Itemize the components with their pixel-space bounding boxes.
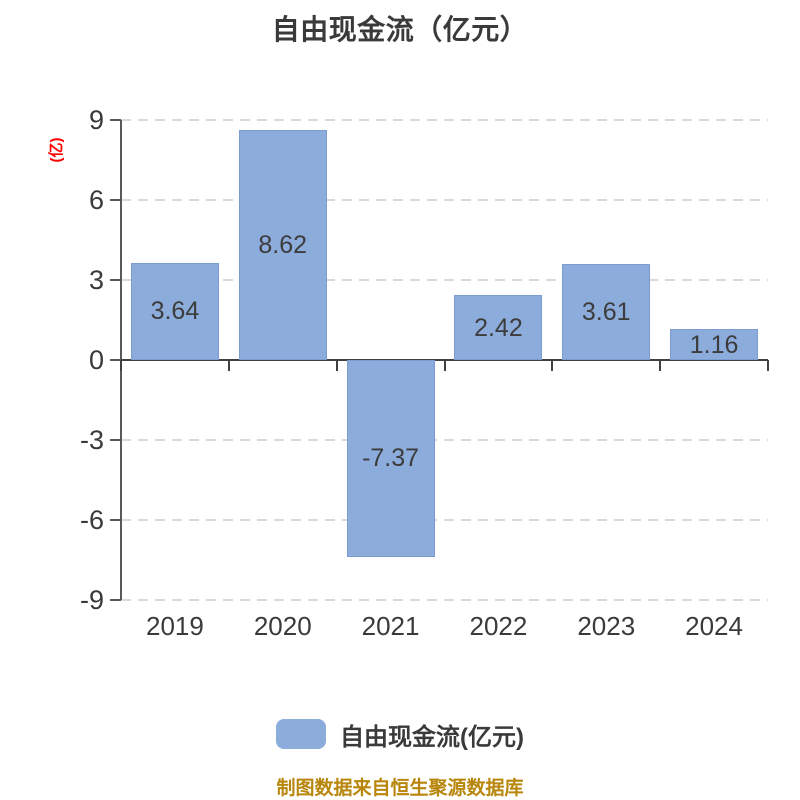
x-axis-label: 2019	[145, 611, 204, 641]
gridline	[121, 199, 768, 201]
y-axis-tick	[110, 439, 121, 441]
legend-swatch	[276, 719, 326, 749]
x-axis-tick	[120, 360, 122, 371]
x-axis-tick	[335, 360, 338, 371]
bar-value-label: 8.62	[258, 231, 308, 260]
y-tick-label: -6	[79, 505, 104, 535]
x-axis-label: 2023	[577, 611, 636, 641]
y-tick-label: 6	[88, 185, 104, 215]
x-axis-tick	[659, 360, 662, 371]
bar-value-label: 3.61	[581, 297, 631, 326]
bar	[454, 295, 543, 360]
bar	[238, 130, 327, 360]
x-axis-label: 2022	[469, 611, 528, 641]
bar-value-label: 1.16	[689, 330, 739, 359]
gridline	[121, 599, 768, 601]
bar-value-label: 3.64	[150, 297, 200, 326]
y-axis-tick	[110, 599, 121, 601]
bar	[562, 263, 651, 360]
y-axis-tick	[110, 279, 121, 281]
y-tick-label: -9	[79, 585, 104, 615]
y-tick-label: -3	[79, 425, 104, 455]
gridline	[121, 279, 768, 281]
y-tick-label: 9	[88, 105, 104, 135]
bar	[130, 262, 219, 360]
y-axis-tick	[110, 119, 121, 121]
data-source-note: 制图数据来自恒生聚源数据库	[276, 778, 524, 799]
legend-label: 自由现金流(亿元)	[340, 723, 524, 751]
x-axis-tick	[227, 360, 230, 371]
x-axis-tick	[551, 360, 554, 371]
y-axis-tick	[110, 199, 121, 201]
x-axis-tick	[767, 360, 769, 371]
bar-value-label: 2.42	[474, 313, 523, 342]
chart-title: 自由现金流（亿元）	[271, 14, 529, 45]
gridline	[121, 119, 768, 121]
y-axis-tick	[110, 519, 121, 521]
gridline	[121, 519, 768, 521]
legend: 自由现金流(亿元)	[0, 716, 800, 752]
gridline	[121, 439, 768, 441]
x-axis-tick	[443, 360, 446, 371]
bar	[346, 360, 435, 557]
bar-value-label: -7.37	[362, 444, 420, 473]
y-axis-tick	[110, 359, 121, 361]
x-axis-label: 2024	[685, 611, 743, 641]
y-tick-label: 0	[88, 345, 104, 375]
x-axis-label: 2021	[361, 611, 420, 641]
x-axis-label: 2020	[253, 611, 312, 641]
y-tick-label: 3	[88, 265, 104, 295]
bar	[670, 329, 759, 360]
